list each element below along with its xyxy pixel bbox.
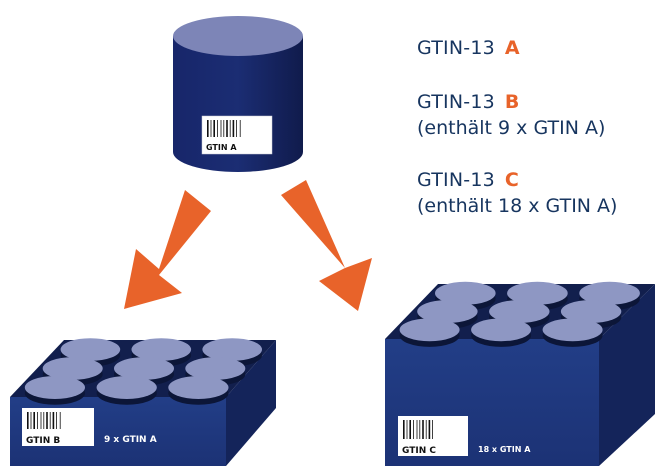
unit-barcode-text: GTIN A [206,143,237,152]
case-b-box: GTIN B 9 x GTIN A [10,338,276,466]
barcode-bar [217,120,218,137]
legend-c: GTIN-13 C [417,168,519,192]
lid [435,281,496,305]
barcode-bar [419,420,421,439]
case-c-lids [399,281,640,347]
lid [542,318,603,342]
case-b-barcode-text: GTIN B [26,436,60,446]
lid [42,357,103,380]
lid [489,300,550,323]
lid [168,376,229,399]
orange-arrow-right [281,180,372,311]
barcode-bar [422,420,424,439]
barcode-label-case-b: GTIN B [22,408,94,446]
legend-c-label: GTIN-13 [417,169,495,191]
lid [131,338,192,361]
barcode-bar [27,412,29,429]
lid [471,318,532,342]
barcode-bar [56,412,57,429]
barcode-bar [403,420,405,439]
barcode-bar [210,120,212,137]
barcode-bar [52,412,55,429]
legend-b-letter: B [504,91,520,113]
barcode-bar [207,120,209,137]
lid [114,357,174,380]
unit-a-cylinder: GTIN A [173,16,303,172]
lid [417,300,478,323]
lid [507,281,568,305]
barcode-bar [226,120,228,137]
barcode-bar [229,120,231,137]
barcode-bar [43,412,45,429]
barcode-bar [409,420,411,439]
barcode-bar [416,420,418,439]
barcode-bar [220,120,222,137]
legend-a: GTIN-13 A [417,36,520,60]
barcode-bar [40,412,42,429]
legend-c-note: (enthält 18 x GTIN A) [417,195,618,217]
lid [560,300,622,323]
barcode-bar [413,420,414,439]
orange-arrow-left [124,190,211,309]
barcode-icon [207,120,241,137]
legend-b: GTIN-13 B [417,90,520,114]
barcode-bar [49,412,51,429]
barcode-bar [213,120,215,137]
legend-c-letter: C [504,169,520,191]
case-b-lids [24,338,262,405]
case-c-box: GTIN C 18 x GTIN A [385,281,655,466]
case-c-side [599,284,655,466]
barcode-bar [432,420,433,439]
legend-b-note: (enthält 9 x GTIN A) [417,117,606,139]
barcode-bar [425,420,427,439]
barcode-bar [406,420,408,439]
lid [185,357,246,380]
barcode-bar [239,120,241,137]
lid [60,338,121,361]
case-c-content-text: 18 x GTIN A [478,445,531,454]
arrow-to-case-c [281,180,372,311]
barcode-bar [37,412,38,429]
lid [579,281,640,305]
barcode-bar [46,412,48,429]
barcode-icon [27,412,61,429]
barcode-bar [33,412,35,429]
arrow-to-case-b [124,190,211,309]
lid [96,376,157,399]
case-b-side [226,340,276,466]
lid [202,338,262,361]
barcode-bar [428,420,431,439]
barcode-bar [232,120,235,137]
legend-a-label: GTIN-13 [417,37,495,59]
lid [24,376,85,399]
case-b-content-text: 9 x GTIN A [104,435,157,445]
barcode-label-case-c: GTIN C [398,416,468,456]
cylinder-lid [173,16,303,56]
barcode-bar [30,412,32,429]
barcode-icon [403,420,433,439]
legend-b-label: GTIN-13 [417,91,495,113]
barcode-bar [59,412,61,429]
case-c-barcode-text: GTIN C [402,446,436,456]
barcode-label-unit: GTIN A [201,115,273,155]
barcode-bar [223,120,225,137]
lid [399,318,460,342]
barcode-bar [236,120,237,137]
legend-a-letter: A [504,37,520,59]
